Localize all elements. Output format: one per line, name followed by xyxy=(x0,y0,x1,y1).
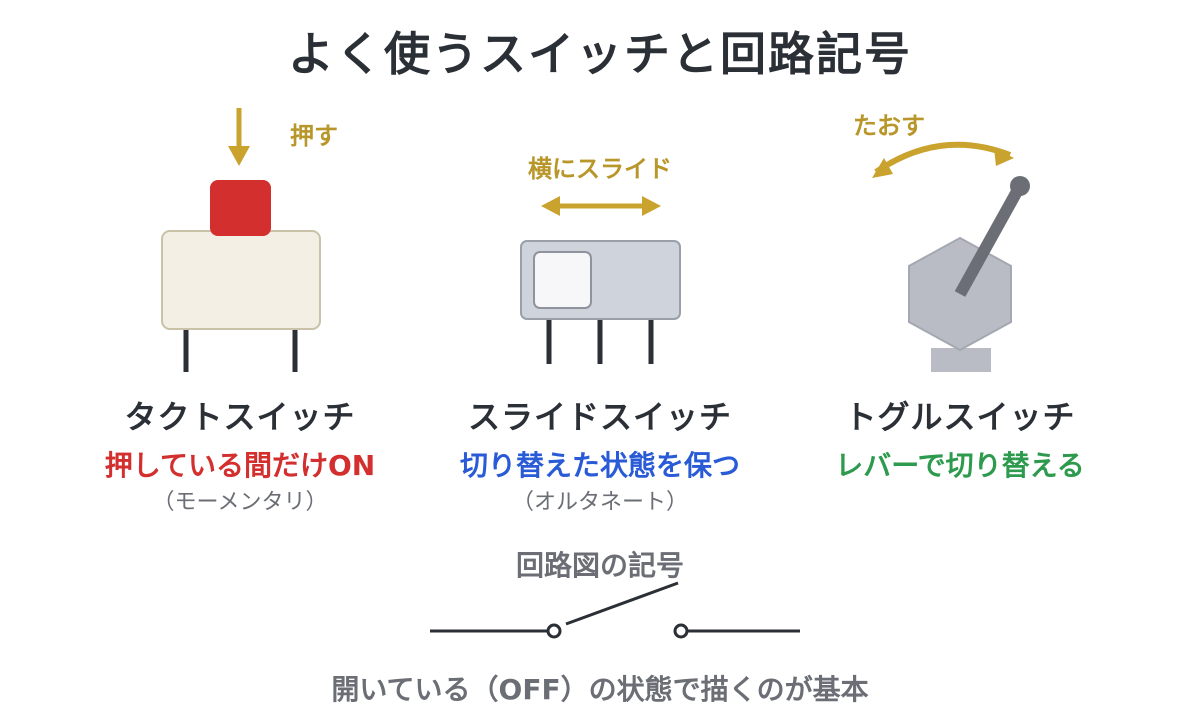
symbol-contact-right xyxy=(673,623,689,639)
tact-switch-name: タクトスイッチ xyxy=(124,398,356,436)
toggle-switch-base xyxy=(931,348,991,372)
symbol-contact-left xyxy=(546,623,562,639)
slide-switch-note: （オルタネート） xyxy=(511,490,689,515)
tilt-arc-arrow-icon xyxy=(874,141,1012,175)
slide-switch-knob xyxy=(533,251,592,309)
slide-double-arrow-icon xyxy=(541,196,661,216)
switch-circuit-symbol xyxy=(430,581,800,639)
toggle-switch-description: レバーで切り替える xyxy=(835,449,1085,482)
tact-switch-note: （モーメンタリ） xyxy=(152,490,328,515)
tilt-arrow-head-right xyxy=(994,148,1014,166)
tact-switch-body xyxy=(161,230,321,330)
tilt-arrow-head-left xyxy=(872,158,893,178)
slide-switch-illustration xyxy=(520,196,681,364)
slide-action-label: 横にスライド xyxy=(528,155,672,183)
slide-switch-name: スライドスイッチ xyxy=(467,398,733,436)
toggle-switch-name: トグルスイッチ xyxy=(844,398,1076,436)
symbol-caption: 開いている（OFF）の状態で描くのが基本 xyxy=(331,673,869,706)
tact-switch-button xyxy=(210,180,271,236)
tact-switch-illustration xyxy=(161,108,321,372)
toggle-lever-tip xyxy=(1010,176,1030,196)
toggle-switch-illustration xyxy=(872,141,1030,372)
symbol-section-title: 回路図の記号 xyxy=(515,549,685,582)
press-arrow-icon xyxy=(228,108,250,166)
slide-switch-description: 切り替えた状態を保つ xyxy=(459,449,741,482)
toggle-action-label: たおす xyxy=(853,112,925,140)
tact-action-label: 押す xyxy=(290,122,338,150)
tact-switch-description: 押している間だけON xyxy=(104,449,376,482)
toggle-switch-lever xyxy=(954,183,1026,297)
page-title: よく使うスイッチと回路記号 xyxy=(288,27,912,81)
symbol-open-contact xyxy=(565,581,679,626)
